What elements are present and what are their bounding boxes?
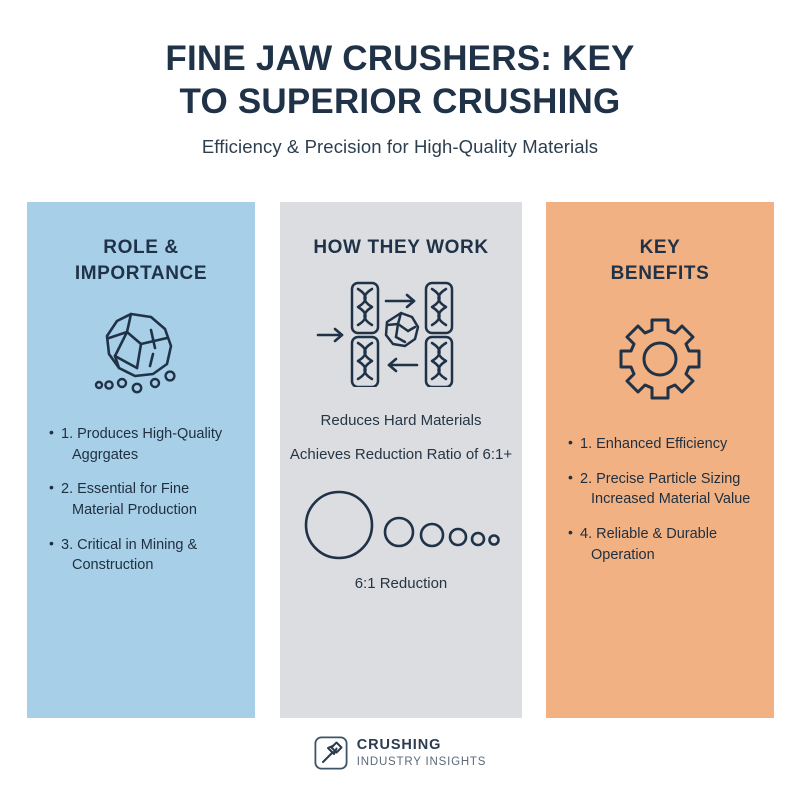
panel-right-bullet-list: 1. Enhanced Efficiency 2. Precise Partic… <box>546 433 774 565</box>
hammer-logo-icon <box>314 736 348 770</box>
panel-right-heading: KEY BENEFITS <box>546 235 774 286</box>
panel-role-importance: ROLE & IMPORTANCE <box>27 202 255 718</box>
mid-line-1: Reduces Hard Materials <box>320 411 482 429</box>
bullet-continuation: Operation <box>591 546 655 563</box>
jaw-crusher-plates-icon-wrap <box>280 279 522 387</box>
list-item: 4. Reliable & Durable Operation <box>568 523 766 565</box>
reduction-diagram: 6:1 Reduction <box>280 490 522 592</box>
gear-icon <box>619 318 701 400</box>
panel-right-heading-line-1: KEY <box>639 237 681 258</box>
brand-name: CRUSHING <box>356 736 442 753</box>
panel-mid-text-lines: Reduces Hard Materials Achieves Reductio… <box>280 411 522 464</box>
page-subtitle: Efficiency & Precision for High-Quality … <box>201 136 599 158</box>
mid-line-2: Achieves Reduction Ratio of 6:1+ <box>289 446 513 464</box>
crushed-rock-icon-wrap <box>27 308 255 400</box>
panel-left-heading-line-2: IMPORTANCE <box>74 262 208 284</box>
bullet-main: 3. Critical in Mining & <box>61 536 198 553</box>
bullet-continuation: Aggrgates <box>72 446 139 463</box>
page-footer: CRUSHING INDUSTRY INSIGHTS <box>0 736 800 770</box>
bullet-continuation: Construction <box>72 557 154 574</box>
list-item: 1. Enhanced Efficiency <box>568 433 766 455</box>
jaw-crusher-plates-icon <box>316 281 454 387</box>
bullet-main: 4. Reliable & Durable <box>580 526 718 543</box>
panel-key-benefits: KEY BENEFITS 1. Enhanced Efficiency 2. P… <box>546 202 774 718</box>
crushed-rock-icon <box>94 312 176 394</box>
panel-how-they-work: HOW THEY WORK <box>280 202 522 718</box>
panel-left-heading: ROLE & IMPORTANCE <box>27 235 255 286</box>
list-item: 1. Produces High-Quality Aggrgates <box>49 423 247 465</box>
list-item: 2. Precise Particle Sizing Increased Mat… <box>568 468 766 510</box>
panel-right-heading-line-2: BENEFITS <box>610 262 710 284</box>
gear-icon-wrap <box>546 316 774 402</box>
brand-logo: CRUSHING INDUSTRY INSIGHTS <box>314 736 486 770</box>
page-title-line-2: TO SUPERIOR CRUSHING <box>179 81 621 121</box>
size-reduction-circles-icon <box>304 490 500 559</box>
list-item: 3. Critical in Mining & Construction <box>49 534 247 576</box>
bullet-continuation: Material Production <box>72 502 197 519</box>
brand-tagline: INDUSTRY INSIGHTS <box>356 755 487 768</box>
panel-mid-heading: HOW THEY WORK <box>313 237 489 258</box>
list-item: 2. Essential for Fine Material Productio… <box>49 478 247 520</box>
brand-text: CRUSHING INDUSTRY INSIGHTS <box>356 736 487 768</box>
page-title-line-1: FINE JAW CRUSHERS: KEY <box>165 39 635 78</box>
page-header: FINE JAW CRUSHERS: KEY TO SUPERIOR CRUSH… <box>0 0 800 158</box>
panel-left-bullet-list: 1. Produces High-Quality Aggrgates 2. Es… <box>27 423 255 576</box>
bullet-main: 2. Essential for Fine <box>61 481 190 498</box>
panel-row: ROLE & IMPORTANCE <box>0 202 800 718</box>
bullet-continuation: Increased Material Value <box>591 491 751 508</box>
panel-left-heading-line-1: ROLE & <box>103 237 179 258</box>
bullet-main: 1. Produces High-Quality <box>61 426 223 443</box>
bullet-main: 2. Precise Particle Sizing <box>580 470 741 487</box>
reduction-caption: 6:1 Reduction <box>354 574 448 592</box>
bullet-main: 1. Enhanced Efficiency <box>580 436 728 453</box>
page-title: FINE JAW CRUSHERS: KEY TO SUPERIOR CRUSH… <box>120 38 680 123</box>
